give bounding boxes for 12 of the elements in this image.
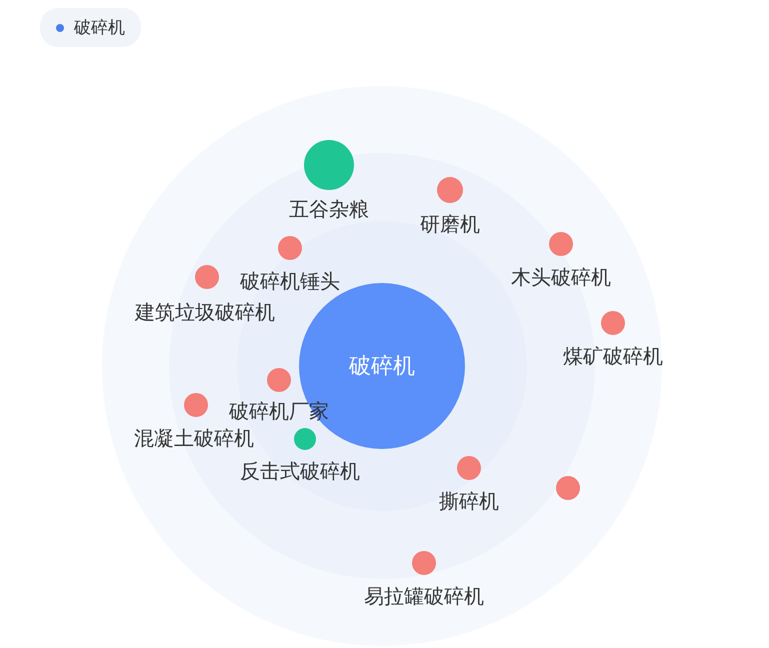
keyword-label: 易拉罐破碎机 <box>364 583 484 610</box>
topic-label: 破碎机 <box>349 353 415 381</box>
keyword-label: 木头破碎机 <box>511 264 611 291</box>
keyword-label: 反击式破碎机 <box>240 458 360 485</box>
keyword-label: 撕碎机 <box>439 488 499 515</box>
legend-text: 破碎机 <box>74 17 125 39</box>
keyword-label: 研磨机 <box>420 211 480 238</box>
keyword-label: 建筑垃圾破碎机 <box>135 299 275 326</box>
keyword-label: 煤矿破碎机 <box>563 343 663 370</box>
keyword-label: 破碎机锤头 <box>240 268 340 295</box>
keyword-label: 五谷杂粮 <box>289 196 369 223</box>
keyword-label: 混凝土破碎机 <box>134 425 254 452</box>
